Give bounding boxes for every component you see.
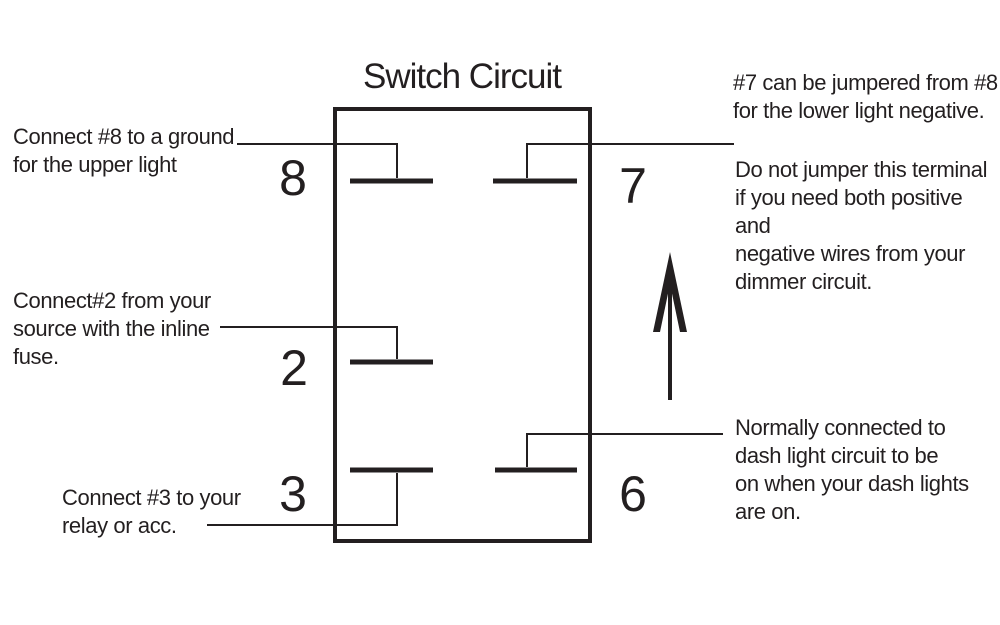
terminal-3-label: 3 (279, 466, 307, 522)
diagram-title: Switch Circuit (363, 57, 562, 96)
up-arrow-icon (653, 252, 687, 400)
note-terminal-3-relay: Connect #3 to your relay or acc. (62, 485, 241, 538)
switch-body-outline (333, 107, 592, 543)
up-arrow-head (653, 252, 687, 332)
leader-line-terminal-3 (207, 473, 398, 526)
note-terminal-7-warning: Do not jumper this terminal if you need … (735, 157, 988, 294)
note-terminal-2-source: Connect#2 from your source with the inli… (13, 288, 211, 369)
note-terminal-6-dash-light: Normally connected to dash light circuit… (735, 415, 969, 524)
terminal-2-label: 2 (280, 340, 308, 396)
terminal-6-label: 6 (619, 466, 647, 522)
leader-line-terminal-6 (526, 433, 723, 467)
terminal-7-label: 7 (619, 158, 647, 214)
leader-line-terminal-8 (237, 143, 398, 178)
note-terminal-8-ground: Connect #8 to a ground for the upper lig… (13, 124, 235, 177)
note-terminal-7-jumper: #7 can be jumpered from #8 for the lower… (733, 70, 998, 123)
terminal-8-label: 8 (279, 150, 307, 206)
leader-line-terminal-7 (526, 143, 734, 178)
leader-line-terminal-2 (220, 326, 398, 359)
